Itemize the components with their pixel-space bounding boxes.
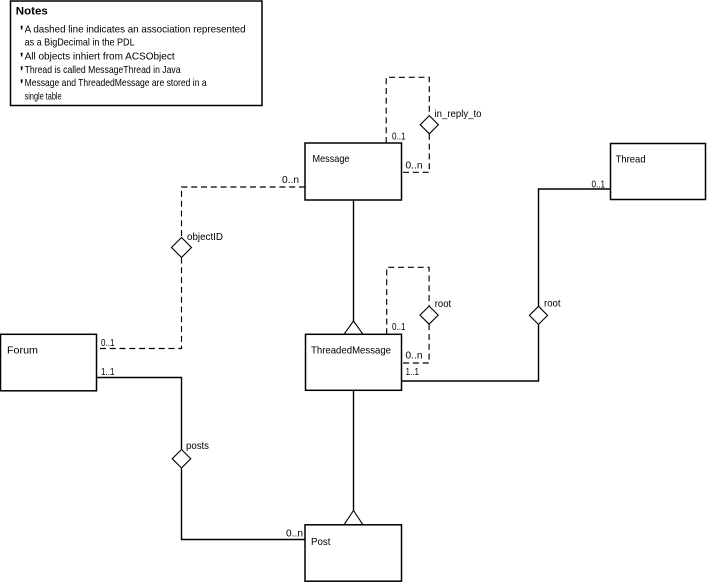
svg-text:root: root: [435, 299, 452, 310]
svg-text:single table: single table: [25, 91, 62, 103]
svg-text:0..1: 0..1: [592, 180, 606, 191]
svg-text:0..1: 0..1: [392, 322, 406, 333]
svg-text:A dashed line indicates an ass: A dashed line indicates an association r…: [25, 23, 246, 35]
svg-text:Notes: Notes: [16, 6, 48, 18]
svg-text:Message: Message: [313, 153, 350, 165]
svg-text:root: root: [544, 299, 561, 310]
svg-text:Post: Post: [311, 536, 331, 548]
svg-text:0..n: 0..n: [406, 351, 423, 362]
svg-text:0..n: 0..n: [282, 175, 299, 186]
svg-text:Thread is called MessageThread: Thread is called MessageThread in Java: [25, 64, 181, 76]
svg-text:0..n: 0..n: [286, 529, 303, 540]
svg-text:0..1: 0..1: [392, 132, 406, 143]
svg-text:Message and ThreadedMessage ar: Message and ThreadedMessage are stored i…: [25, 77, 207, 89]
svg-text:Thread: Thread: [616, 154, 646, 166]
svg-text:as a BigDecimal in the PDL: as a BigDecimal in the PDL: [25, 36, 135, 48]
svg-text:in_reply_to: in_reply_to: [435, 109, 482, 120]
svg-text:objectID: objectID: [187, 232, 223, 243]
svg-text:1..1: 1..1: [406, 367, 420, 378]
svg-text:0..1: 0..1: [101, 338, 115, 349]
svg-text:ThreadedMessage: ThreadedMessage: [311, 344, 391, 356]
svg-text:posts: posts: [186, 441, 209, 452]
svg-text:1..1: 1..1: [101, 367, 115, 378]
svg-text:All objects inhiert from ACSOb: All objects inhiert from ACSObject: [25, 50, 175, 62]
svg-text:Forum: Forum: [7, 345, 38, 357]
svg-text:0..n: 0..n: [406, 161, 423, 172]
